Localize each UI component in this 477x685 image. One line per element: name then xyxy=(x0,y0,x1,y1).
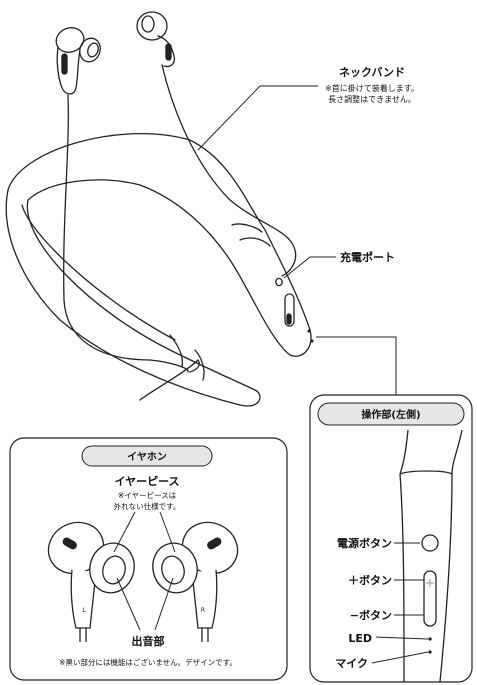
mic-label: マイク xyxy=(335,657,368,670)
eartip-title: イヤーピース xyxy=(114,475,179,488)
earphone-leaders xyxy=(113,511,176,631)
power-button-shape xyxy=(421,534,439,552)
earphone-header: イヤホン xyxy=(127,451,167,463)
earphone-panel: イヤホン イヤーピース ※イヤーピースは 外れない仕様です。 L R xyxy=(9,437,288,681)
power-button-label: 電源ボタン xyxy=(337,536,392,550)
neckband-illustration xyxy=(5,11,314,407)
earphone-footnote: ※黒い部分には機能はございません。デザインです。 xyxy=(59,657,237,667)
earphone-header-pill xyxy=(81,445,213,467)
charge-port-callout: 充電ポート xyxy=(283,250,395,279)
right-earbud-closeup xyxy=(152,521,239,642)
neckband-note-line2: 長さ調整はできません。 xyxy=(328,94,416,104)
charge-port-label: 充電ポート xyxy=(340,250,395,264)
control-leaders xyxy=(371,542,429,664)
left-earbud-closeup xyxy=(47,521,135,642)
volume-rocker-shape xyxy=(423,570,437,627)
eartip-note-line2: 外れない仕様です。 xyxy=(114,501,181,511)
neckband-note-line1: ※首に掛けて装着します。 xyxy=(325,83,419,93)
control-housing-drawing xyxy=(399,429,463,683)
led-label: LED xyxy=(348,632,372,645)
sound-outlet-label: 出音部 xyxy=(132,634,165,648)
plus-button-label: ＋ボタン xyxy=(348,573,392,587)
minus-button-label: −ボタン xyxy=(350,608,392,622)
controls-panel: 操作部(左側) 電源ボタン ＋ボタン −ボタン LED マイク xyxy=(309,394,473,683)
neckband-title: ネックバンド xyxy=(339,66,405,79)
controls-header-pill xyxy=(317,402,465,426)
left-mark: L xyxy=(82,607,86,614)
eartip-note-line1: ※イヤーピースは xyxy=(118,491,177,500)
controls-header: 操作部(左側) xyxy=(361,408,420,421)
neckband-callout: ネックバンド ※首に掛けて装着します。 長さ調整はできません。 xyxy=(197,66,419,151)
right-mark: R xyxy=(201,607,205,614)
controls-leader-line xyxy=(316,336,397,395)
